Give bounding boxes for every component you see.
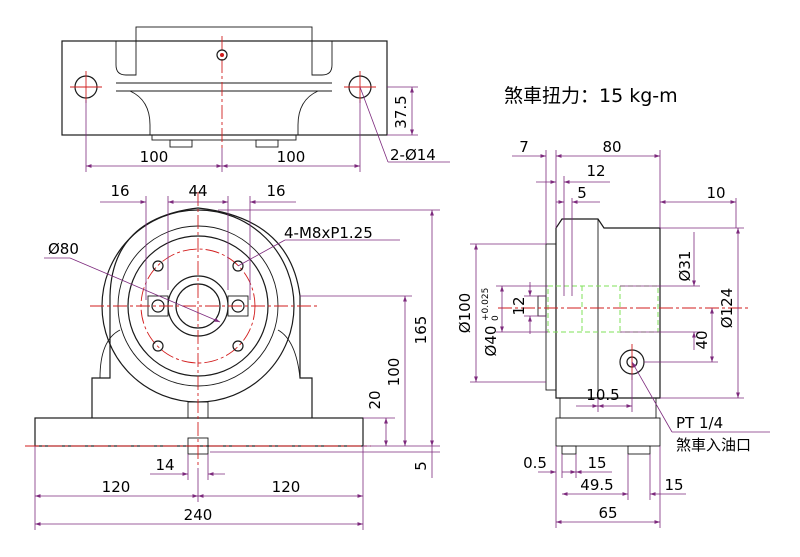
front-dim-16-right: 16: [266, 182, 285, 200]
side-dim-12-top: 12: [586, 162, 605, 180]
front-dim-16-left: 16: [110, 182, 129, 200]
front-dim-44: 44: [188, 182, 207, 200]
top-dim-left: 100: [140, 148, 169, 166]
side-dim-65: 65: [598, 504, 617, 522]
front-dim-5: 5: [412, 461, 430, 471]
side-dim-40: 40: [693, 330, 711, 349]
side-dim-7: 7: [519, 138, 529, 156]
side-port-label: 煞車入油口: [676, 436, 751, 454]
front-dim-20: 20: [366, 390, 384, 409]
side-dim-d31: Ø31: [676, 251, 694, 282]
side-dim-d40: Ø40: [482, 326, 500, 357]
side-dim-d40-tol-lower: 0: [491, 315, 501, 321]
brake-torque-title: 煞車扭力：15 kg-m: [504, 85, 678, 107]
front-dim-120-right: 120: [272, 478, 301, 496]
side-view: 7 80 12 5 10 Ø100 Ø40 +0.025 0 12 Ø31: [456, 138, 770, 528]
side-dim-d40-tol-upper: +0.025: [481, 288, 491, 321]
side-dim-15-b: 15: [664, 476, 683, 494]
top-view: 37.5 100 100 2-Ø14: [61, 26, 450, 172]
front-dim-14: 14: [155, 456, 174, 474]
front-dim-bore: Ø80: [48, 240, 79, 258]
front-view: 16 44 16 4-M8xP1.25 Ø80 165 100 20 5 14: [25, 182, 440, 530]
top-dim-height: 37.5: [392, 95, 410, 128]
side-dim-0-5: 0.5: [523, 454, 547, 472]
front-dim-165: 165: [412, 316, 430, 345]
front-dim-120-left: 120: [102, 478, 131, 496]
side-port-note: PT 1/4: [676, 414, 723, 432]
side-dim-10-5: 10.5: [586, 386, 619, 404]
top-dim-right: 100: [277, 148, 306, 166]
front-thread-note: 4-M8xP1.25: [284, 224, 373, 242]
side-dim-80: 80: [602, 138, 621, 156]
side-dim-15-a: 15: [587, 454, 606, 472]
front-dim-240: 240: [184, 506, 213, 524]
side-dim-49-5: 49.5: [580, 476, 613, 494]
side-dim-5: 5: [577, 184, 587, 202]
front-dim-100: 100: [385, 358, 403, 387]
top-hole-note: 2-Ø14: [390, 146, 436, 164]
side-dim-d100: Ø100: [456, 293, 474, 333]
side-dim-d124: Ø124: [718, 288, 736, 328]
side-dim-12-side: 12: [510, 296, 528, 315]
side-dim-10: 10: [706, 184, 725, 202]
